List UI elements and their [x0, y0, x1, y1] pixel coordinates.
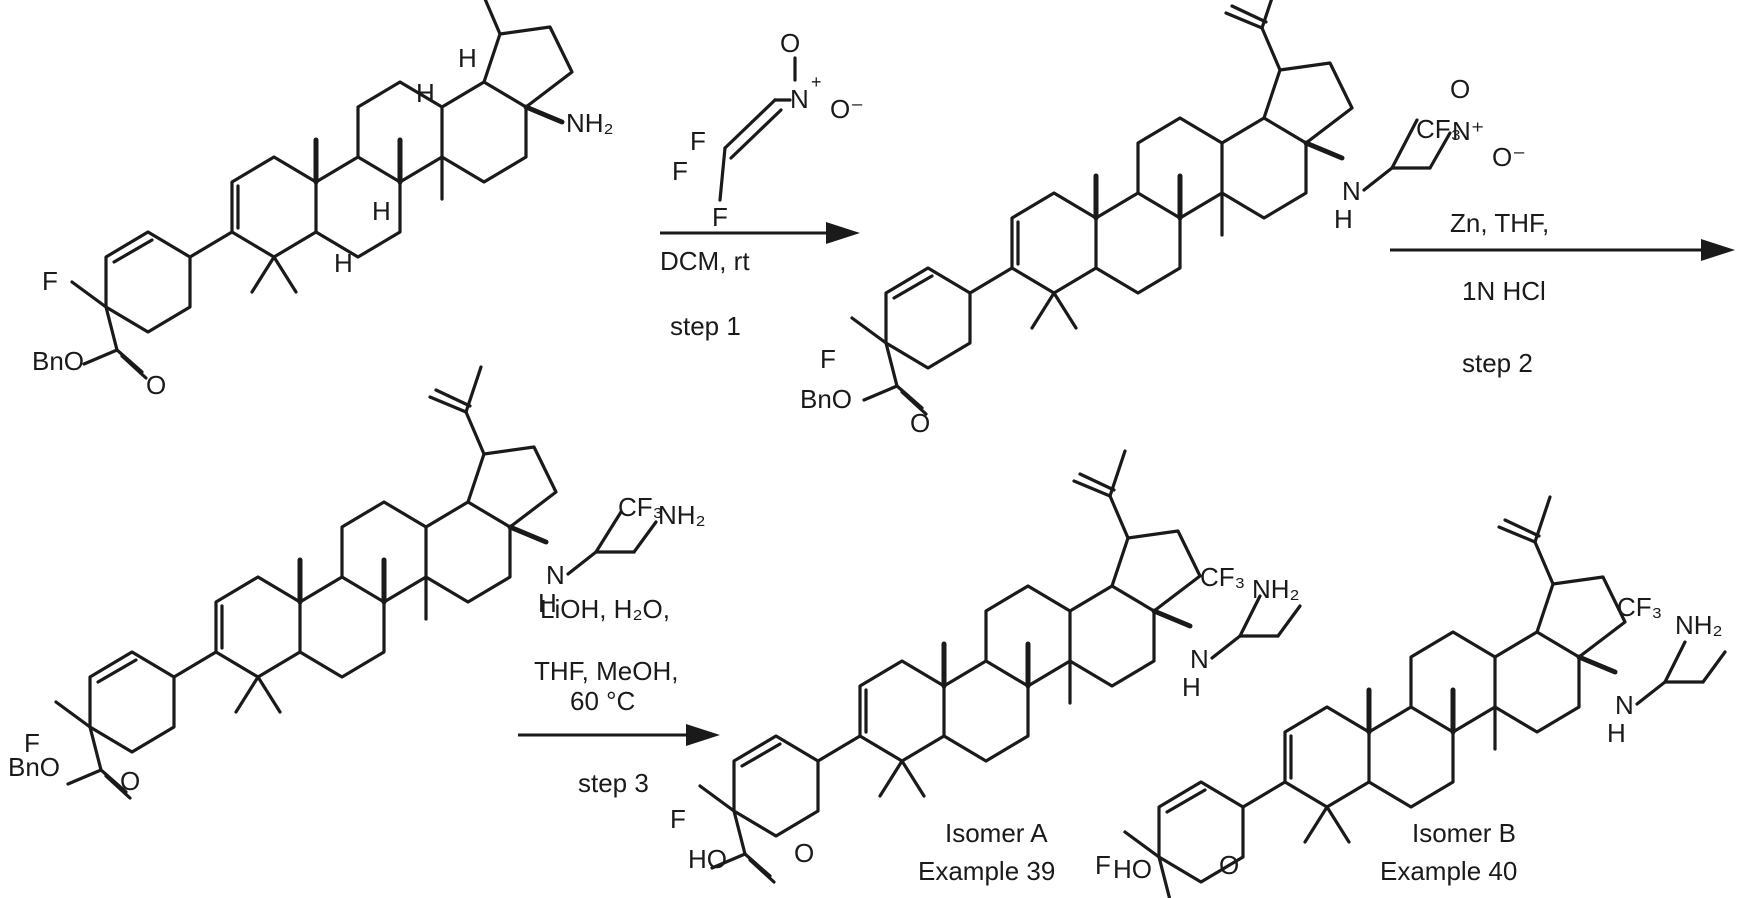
pb-cf3-label: CF₃	[1617, 592, 1662, 622]
pa-o-label: O	[794, 838, 814, 868]
nitro-o-minus: O⁻	[830, 94, 864, 124]
step1-label: step 1	[670, 311, 741, 341]
cf3-f2: F	[672, 156, 688, 186]
step1-conditions: DCM, rt	[660, 246, 750, 276]
isomer-b-name: Isomer B	[1412, 818, 1516, 848]
pb-f-label: F	[1095, 850, 1111, 880]
int2-o-label: O	[120, 766, 140, 796]
cf3-f1: F	[690, 126, 706, 156]
step3-conditions-3: 60 °C	[570, 686, 635, 716]
nitro-o-top: O	[780, 28, 800, 58]
int1-h-label: H	[1334, 204, 1353, 234]
int2-nh2-label: NH₂	[658, 500, 706, 530]
arrow-step-1: DCM, rt step 1	[660, 222, 860, 341]
nitro-n: N	[790, 84, 809, 114]
pa-cf3-label: CF₃	[1200, 562, 1245, 592]
int2-cf3-label: CF₃	[618, 492, 663, 522]
intermediate-amine-ester: N H CF₃ NH₂ F BnO O	[8, 367, 706, 798]
int1-nh-label: N	[1342, 176, 1361, 206]
pb-nh-label: N	[1615, 690, 1634, 720]
pb-h-label: H	[1607, 718, 1626, 748]
step3-conditions-2: THF, MeOH,	[534, 656, 678, 686]
sm-h-label: H	[372, 196, 391, 226]
sm-f-label: F	[42, 266, 58, 296]
int1-o-label: O	[910, 408, 930, 438]
isomer-b-example: Example 40	[1380, 856, 1517, 886]
pb-nh2-label: NH₂	[1675, 610, 1723, 640]
int1-nitro-o2: O⁻	[1492, 142, 1526, 172]
int1-nitro-o1: O	[1450, 74, 1470, 104]
int1-f-label: F	[820, 344, 836, 374]
pb-o-label: O	[1219, 850, 1239, 880]
sm-o-label: O	[146, 370, 166, 400]
int2-nh-label: N	[546, 560, 565, 590]
step3-label: step 3	[578, 768, 649, 798]
pa-f-label: F	[670, 804, 686, 834]
arrow-step-2: Zn, THF, 1N HCl step 2	[1390, 208, 1735, 378]
int2-bno-label: BnO	[8, 752, 60, 782]
sm-h-label-3: H	[458, 43, 477, 73]
pa-h-label: H	[1182, 672, 1201, 702]
isomer-a-example: Example 39	[918, 856, 1055, 886]
arrow-step-3: LiOH, H₂O, THF, MeOH, 60 °C step 3	[518, 594, 720, 798]
sm-h-label-2: H	[416, 78, 435, 108]
step2-conditions-1: Zn, THF,	[1450, 208, 1549, 238]
nitroalkene-reagent: O N + O⁻ F F F	[672, 28, 864, 232]
pa-nh-label: N	[1190, 644, 1209, 674]
cf3-f3: F	[712, 202, 728, 232]
sm-nh2-label: NH₂	[566, 108, 614, 138]
int1-nitro-n: N⁺	[1452, 116, 1485, 146]
step2-conditions-2: 1N HCl	[1462, 276, 1546, 306]
isomer-a-name: Isomer A	[945, 818, 1048, 848]
pa-ho-label: HO	[688, 844, 727, 874]
sm-bno-label: BnO	[32, 346, 84, 376]
starting-material: NH₂ F BnO O H H H H	[32, 0, 614, 400]
step2-label: step 2	[1462, 348, 1533, 378]
step3-conditions-1: LiOH, H₂O,	[540, 594, 670, 624]
pb-ho-label: HO	[1113, 854, 1152, 884]
nitro-plus: +	[811, 72, 822, 92]
pa-nh2-label: NH₂	[1252, 574, 1300, 604]
int1-bno-label: BnO	[800, 384, 852, 414]
intermediate-nitro: N H CF₃ N⁺ O O⁻ F BnO O	[800, 0, 1526, 438]
sm-h-label-4: H	[334, 248, 353, 278]
